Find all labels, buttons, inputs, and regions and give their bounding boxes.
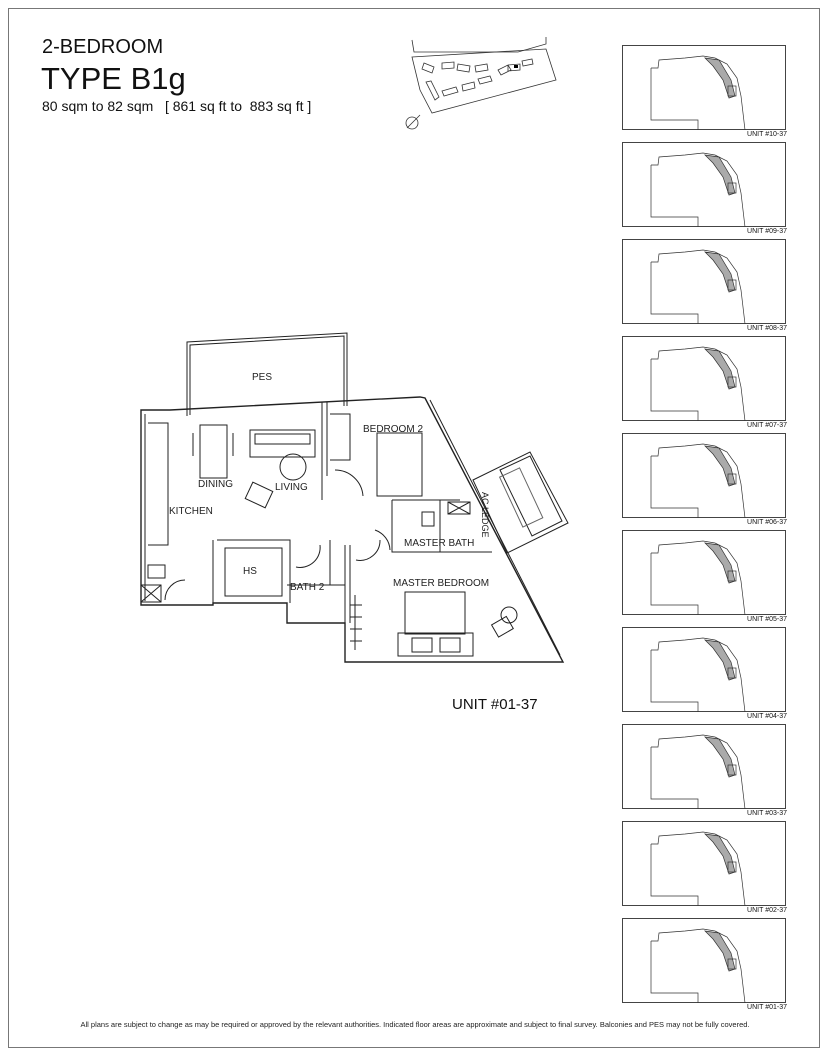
room-label-master-bedroom: MASTER BEDROOM bbox=[393, 578, 489, 589]
unit-number-label: UNIT #01-37 bbox=[747, 1004, 787, 1011]
room-label-ac-ledge: AC LEDGE bbox=[480, 492, 490, 538]
unit-location-thumbnail bbox=[622, 724, 786, 810]
unit-number-label: UNIT #06-37 bbox=[747, 519, 787, 526]
unit-location-diagram bbox=[650, 540, 746, 616]
unit-location-diagram bbox=[650, 152, 746, 228]
unit-location-diagram bbox=[650, 928, 746, 1004]
unit-location-diagram bbox=[650, 55, 746, 131]
unit-location-diagram bbox=[650, 734, 746, 810]
unit-number-label: UNIT #10-37 bbox=[747, 131, 787, 138]
unit-location-thumbnail bbox=[622, 821, 786, 907]
unit-location-diagram bbox=[650, 249, 746, 325]
unit-location-thumbnail bbox=[622, 45, 786, 131]
unit-location-diagram bbox=[650, 346, 746, 422]
unit-location-diagram bbox=[650, 443, 746, 519]
room-label-hs: HS bbox=[243, 566, 257, 577]
unit-number-label: UNIT #04-37 bbox=[747, 713, 787, 720]
unit-type-title: TYPE B1g bbox=[41, 61, 186, 96]
room-label-bedroom-2: BEDROOM 2 bbox=[363, 424, 423, 435]
unit-location-diagram bbox=[650, 831, 746, 907]
unit-location-diagram bbox=[650, 637, 746, 713]
unit-location-thumbnail bbox=[622, 627, 786, 713]
disclaimer: All plans are subject to change as may b… bbox=[80, 1020, 750, 1029]
unit-location-thumbnail bbox=[622, 918, 786, 1004]
room-label-dining: DINING bbox=[198, 479, 233, 490]
page-frame bbox=[8, 8, 820, 1048]
room-label-kitchen: KITCHEN bbox=[169, 506, 213, 517]
bedroom-count: 2-BEDROOM bbox=[42, 36, 164, 58]
unit-location-thumbnail bbox=[622, 142, 786, 228]
room-label-bath-2: BATH 2 bbox=[290, 582, 325, 593]
room-label-master-bath: MASTER BATH bbox=[404, 538, 474, 549]
unit-number-label: UNIT #02-37 bbox=[747, 907, 787, 914]
unit-location-thumbnail bbox=[622, 530, 786, 616]
north-arrow-icon bbox=[405, 114, 421, 130]
room-label-pes: PES bbox=[252, 372, 272, 383]
unit-number-label: UNIT #03-37 bbox=[747, 810, 787, 817]
unit-number-label: UNIT #07-37 bbox=[747, 422, 787, 429]
unit-location-thumbnail bbox=[622, 433, 786, 519]
unit-label: UNIT #01-37 bbox=[452, 696, 538, 713]
unit-area: 80 sqm to 82 sqm [ 861 sq ft to 883 sq f… bbox=[42, 98, 312, 114]
unit-location-thumbnail bbox=[622, 239, 786, 325]
unit-number-label: UNIT #09-37 bbox=[747, 228, 787, 235]
room-label-living: LIVING bbox=[275, 482, 308, 493]
unit-number-label: UNIT #08-37 bbox=[747, 325, 787, 332]
unit-number-label: UNIT #05-37 bbox=[747, 616, 787, 623]
unit-location-thumbnail bbox=[622, 336, 786, 422]
key-plan bbox=[405, 37, 557, 130]
